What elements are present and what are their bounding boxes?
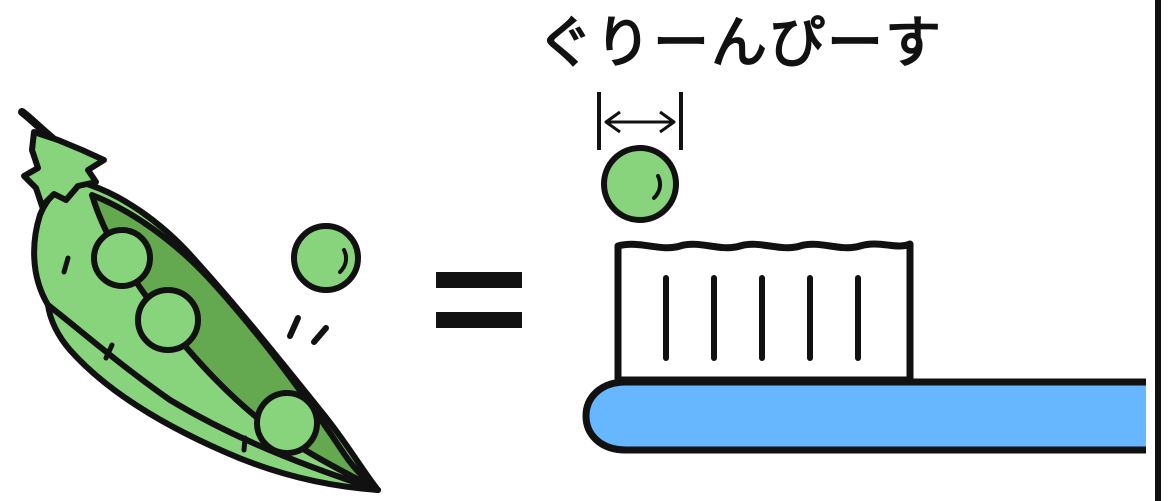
pea-pod-mark-2 bbox=[103, 342, 115, 361]
toothbrush-handle bbox=[582, 378, 1146, 454]
equals-bar-top bbox=[436, 272, 522, 288]
toothbrush-icon bbox=[582, 240, 1146, 454]
flying-pea bbox=[291, 223, 361, 293]
motion-line-1 bbox=[287, 315, 301, 339]
pea-pod-mark-3 bbox=[241, 435, 248, 453]
marker-arrow-right-head bbox=[659, 110, 676, 134]
pea-in-pod-1 bbox=[91, 227, 153, 289]
equals-bar-bottom bbox=[436, 312, 522, 328]
double-arrow-icon bbox=[597, 92, 683, 150]
pea-pod-calyx bbox=[21, 129, 107, 209]
pea-pod-flap bbox=[45, 302, 381, 493]
pea-pod-mark-1 bbox=[61, 255, 71, 275]
marker-arrow-left-head bbox=[604, 110, 621, 134]
motion-line-2 bbox=[311, 325, 329, 345]
flying-pea-shine bbox=[338, 248, 349, 274]
equals-sign-icon bbox=[436, 272, 522, 328]
pea-in-pod-2 bbox=[135, 287, 201, 353]
measured-pea bbox=[601, 145, 679, 223]
pea-in-pod-3 bbox=[254, 390, 320, 456]
measured-pea-shine bbox=[652, 174, 663, 200]
pea-icon bbox=[601, 145, 679, 223]
pea-pod-icon bbox=[18, 108, 381, 493]
green-pea-caption: ぐりーんぴーす bbox=[537, 11, 943, 76]
